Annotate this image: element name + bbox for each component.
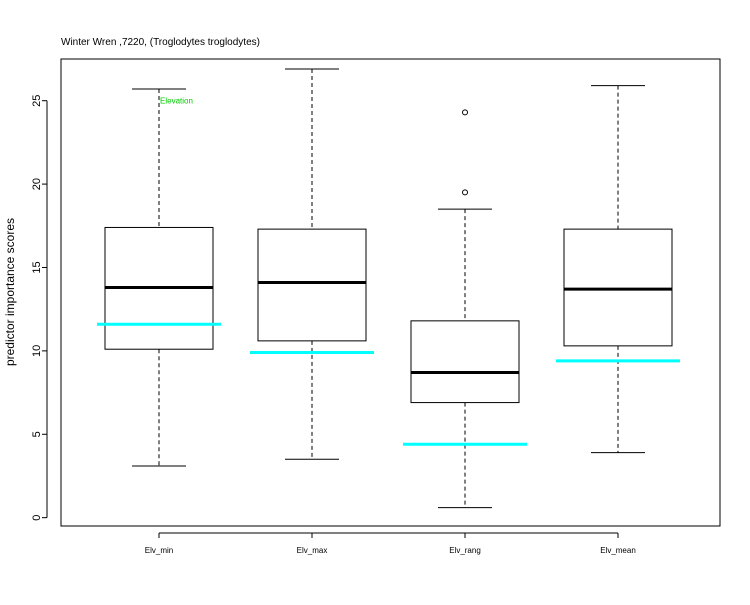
y-tick-label: 20 xyxy=(31,178,43,190)
box-group xyxy=(250,68,374,460)
box-group xyxy=(556,85,680,454)
box-group xyxy=(97,88,221,467)
y-axis: 0 5 10 15 20 25 xyxy=(31,95,48,521)
box-group xyxy=(403,109,527,509)
x-tick-label: Elv_mean xyxy=(600,546,636,555)
y-tick-label: 15 xyxy=(31,261,43,273)
x-axis: Elv_min Elv_max Elv_rang Elv_mean xyxy=(145,532,636,555)
x-tick-label: Elv_rang xyxy=(449,546,481,555)
chart-title: Winter Wren ,7220, (Troglodytes troglody… xyxy=(61,37,260,48)
y-tick-label: 25 xyxy=(31,95,43,107)
x-tick-label: Elv_min xyxy=(145,546,173,555)
y-tick-label: 0 xyxy=(31,515,43,521)
outlier-point xyxy=(462,109,468,116)
box xyxy=(410,320,520,404)
y-axis-label: predictor importance scores xyxy=(3,218,17,366)
box xyxy=(257,228,367,342)
boxes-layer xyxy=(97,68,680,509)
plot-frame xyxy=(60,58,721,527)
annotation-label: Elevation xyxy=(160,97,193,106)
y-tick-label: 10 xyxy=(31,345,43,357)
y-tick-label: 5 xyxy=(31,431,43,437)
box xyxy=(563,228,673,347)
x-tick-label: Elv_max xyxy=(297,546,328,555)
annotations-layer: Elevation xyxy=(160,97,193,106)
outlier-point xyxy=(462,189,468,196)
